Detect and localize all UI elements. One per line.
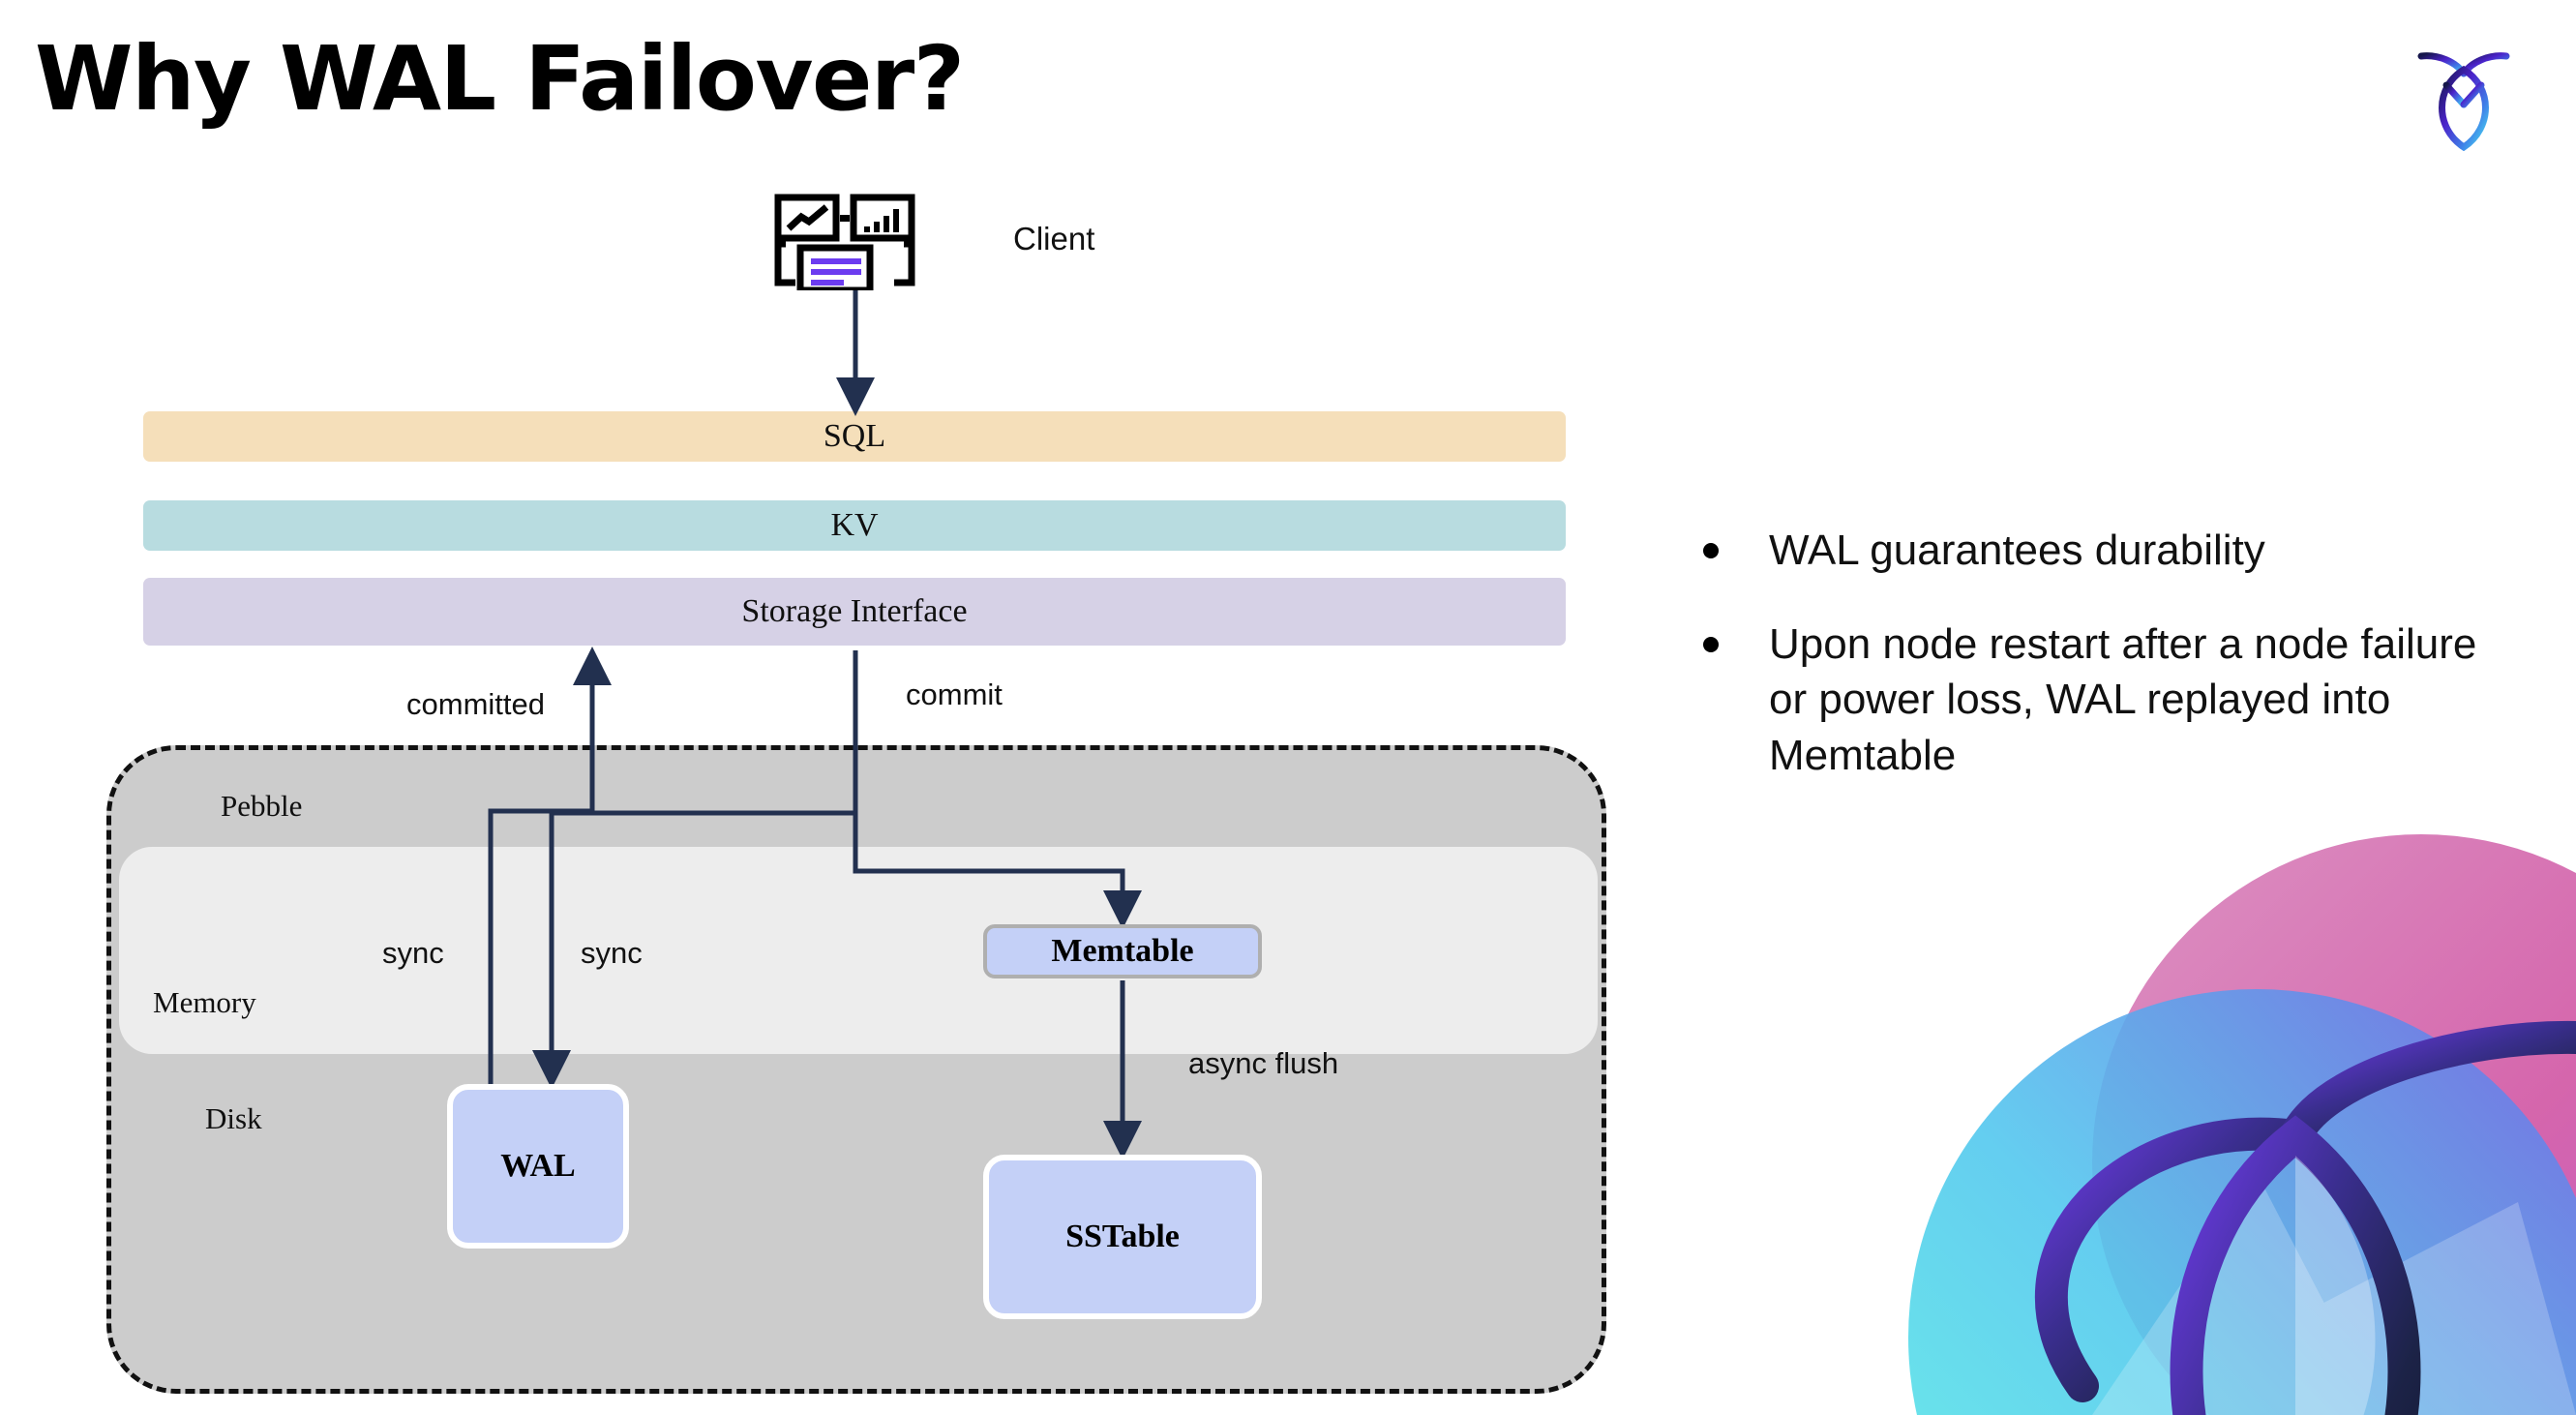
edge-label-commit: commit bbox=[906, 677, 1003, 711]
disk-label: Disk bbox=[205, 1101, 262, 1135]
page-title: Why WAL Failover? bbox=[35, 27, 965, 131]
node-wal-label: WAL bbox=[500, 1148, 576, 1184]
list-item: WAL guarantees durability bbox=[1703, 523, 2506, 578]
cockroachdb-circles-decoration-icon bbox=[1841, 796, 2576, 1415]
client-dashboard-icon bbox=[774, 194, 929, 294]
bullet-text: WAL guarantees durability bbox=[1769, 527, 2265, 574]
memory-label: Memory bbox=[153, 985, 256, 1019]
memory-region bbox=[119, 847, 1598, 1054]
bullet-dot-icon bbox=[1703, 637, 1719, 653]
node-memtable-label: Memtable bbox=[1051, 933, 1194, 969]
bullet-list: WAL guarantees durability Upon node rest… bbox=[1703, 523, 2506, 822]
node-memtable: Memtable bbox=[983, 924, 1262, 978]
client-label: Client bbox=[1013, 221, 1095, 256]
layer-label-sql: SQL bbox=[823, 418, 886, 454]
layer-label-kv: KV bbox=[830, 507, 879, 543]
edge-label-async-flush: async flush bbox=[1188, 1046, 1339, 1080]
layer-bar-kv: KV bbox=[143, 500, 1566, 551]
edge-label-sync-right: sync bbox=[581, 936, 643, 970]
cockroachdb-logo-icon bbox=[2410, 35, 2518, 152]
edge-label-committed: committed bbox=[406, 687, 545, 721]
node-wal: WAL bbox=[447, 1084, 629, 1249]
bullet-text: Upon node restart after a node failure o… bbox=[1769, 620, 2477, 779]
pebble-label: Pebble bbox=[221, 789, 303, 823]
list-item: Upon node restart after a node failure o… bbox=[1703, 617, 2506, 783]
layer-bar-storage: Storage Interface bbox=[143, 578, 1566, 646]
layer-label-storage: Storage Interface bbox=[741, 593, 968, 629]
node-sstable-label: SSTable bbox=[1065, 1219, 1180, 1254]
layer-bar-sql: SQL bbox=[143, 411, 1566, 462]
node-sstable: SSTable bbox=[983, 1155, 1262, 1319]
bullet-dot-icon bbox=[1703, 543, 1719, 558]
pebble-container bbox=[106, 745, 1606, 1394]
edge-label-sync-left: sync bbox=[382, 936, 444, 970]
